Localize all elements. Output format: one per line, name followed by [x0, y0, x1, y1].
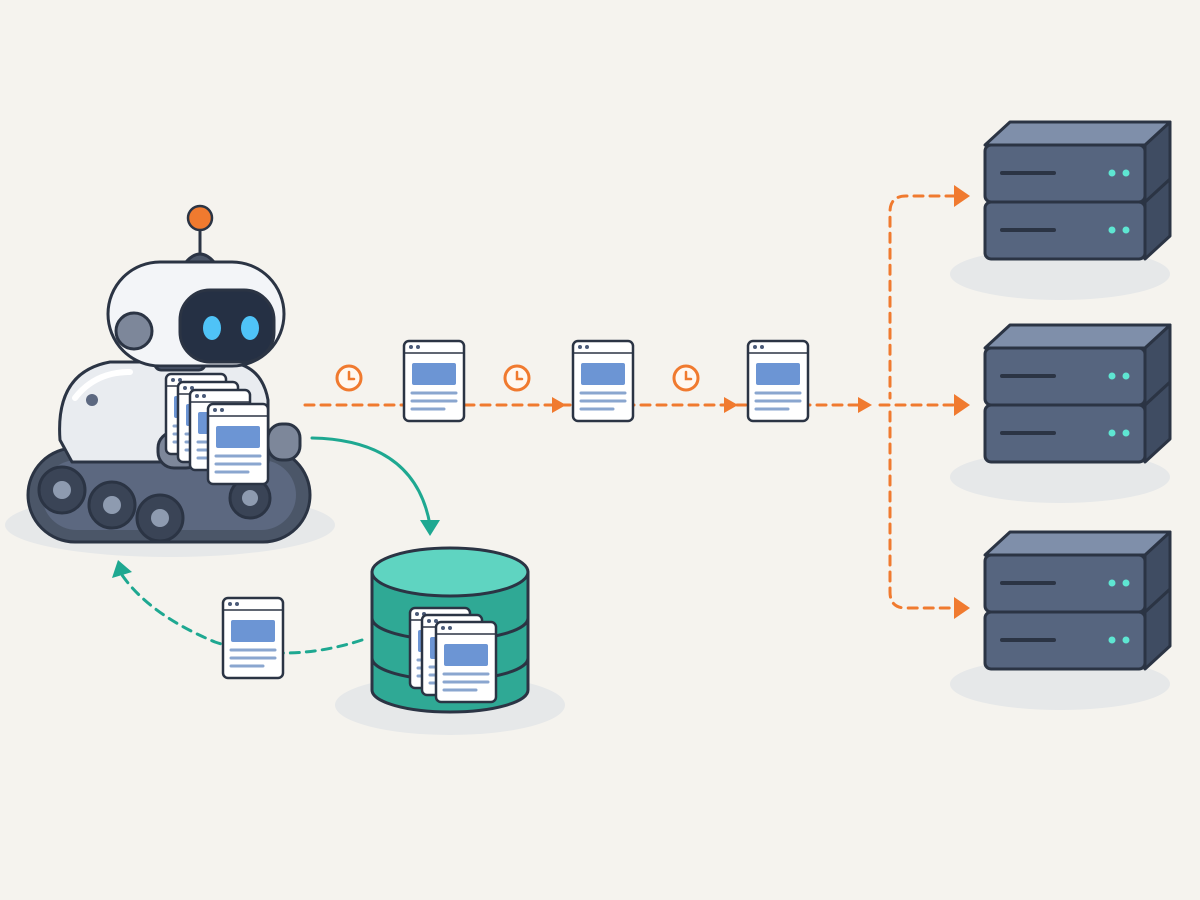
clock-icon [672, 364, 700, 392]
flow-arrow-server-2 [954, 394, 970, 416]
flow-branch-bottom [888, 410, 957, 610]
cache-store-line [310, 436, 432, 527]
web-page-icon [571, 339, 635, 423]
server-icon [948, 323, 1172, 505]
web-page-icon [221, 596, 285, 680]
server-icon [948, 530, 1172, 712]
clock-icon [503, 364, 531, 392]
clock-icon [335, 364, 363, 392]
flow-arrow-server-3 [954, 597, 970, 619]
cache-return-line [120, 573, 364, 655]
cache-store-arrow [420, 520, 440, 536]
web-page-icon [402, 339, 466, 423]
flow-arrow-server-1 [954, 185, 970, 207]
flow-arrow-2 [724, 397, 738, 413]
cache-return-arrow [112, 560, 132, 578]
server-icon [948, 120, 1172, 302]
database-icon [335, 546, 565, 735]
robot-icon [5, 204, 335, 557]
flow-branch-top [888, 194, 957, 400]
flow-arrow-3 [858, 397, 872, 413]
cache-flow [112, 436, 440, 655]
web-page-icon [746, 339, 810, 423]
flow-arrow-1 [552, 397, 566, 413]
